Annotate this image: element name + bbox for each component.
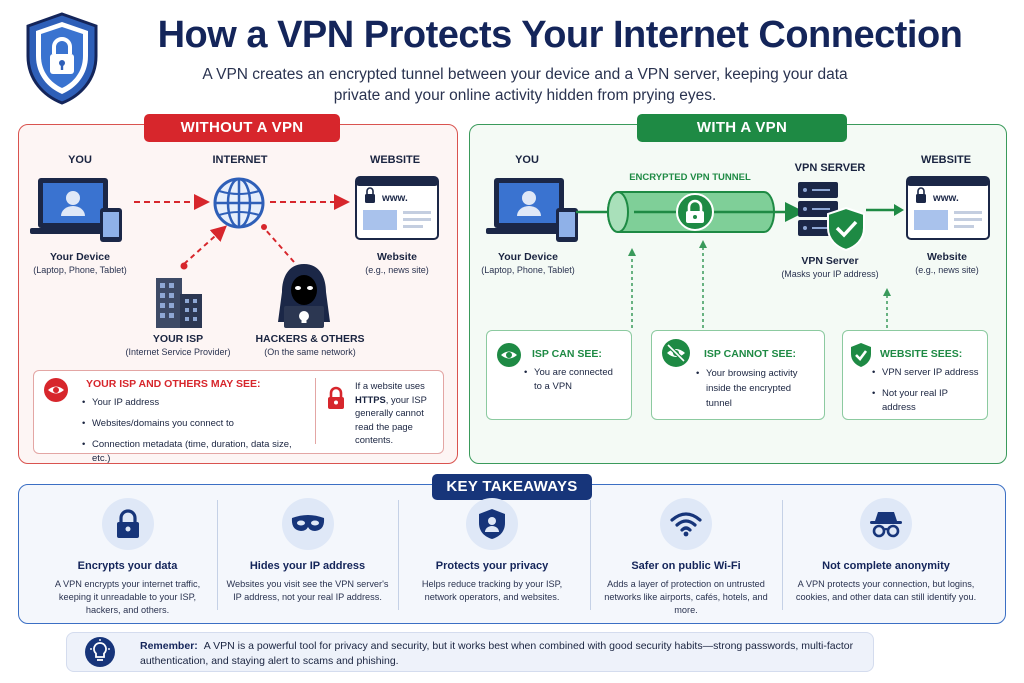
isp-can-see-list: You are connected to a VPN xyxy=(524,366,622,401)
divider xyxy=(782,500,783,610)
laptop-phone-icon xyxy=(484,176,584,246)
may-see-list: Your IP address Websites/domains you con… xyxy=(82,396,312,473)
globe-icon xyxy=(212,176,266,230)
https-word: HTTPS xyxy=(355,393,386,405)
without-vpn-banner: WITHOUT A VPN xyxy=(144,114,340,142)
lock-icon xyxy=(101,498,154,550)
server-shield-icon xyxy=(792,180,868,252)
visibility-arrows xyxy=(469,236,1007,336)
remember-text: Remember:A VPN is a powerful tool for pr… xyxy=(140,639,860,669)
server-title: VPN Server xyxy=(801,255,859,267)
takeaway-item: Protects your privacy Helps reduce track… xyxy=(402,492,582,618)
server-to-website-arrow xyxy=(866,202,906,218)
eye-icon xyxy=(496,342,522,368)
takeaway-desc: Helps reduce tracking by your ISP, netwo… xyxy=(421,579,563,602)
device-title: Your Device xyxy=(498,251,558,263)
takeaway-desc: Adds a layer of protection on untrusted … xyxy=(604,579,768,615)
device-subtitle: (Laptop, Phone, Tablet) xyxy=(481,265,575,275)
mask-icon xyxy=(281,498,334,550)
website-sees-list: VPN server IP address Not your real IP a… xyxy=(872,366,984,422)
takeaway-desc: A VPN protects your connection, but logi… xyxy=(795,579,977,602)
vpn-server-label: VPN SERVER xyxy=(794,162,866,174)
takeaways-banner: KEY TAKEAWAYS xyxy=(432,474,592,500)
takeaway-item: Not complete anonymity A VPN protects yo… xyxy=(786,492,986,618)
www-text: www. xyxy=(382,193,408,204)
isp-cannot-see-title: ISP CANNOT SEE: xyxy=(704,348,796,360)
isp-can-see-title: ISP CAN SEE: xyxy=(532,348,602,360)
https-note-post: , your ISP generally cannot read the pag… xyxy=(355,393,427,446)
takeaway-title: Hides your IP address xyxy=(249,560,366,572)
www-text: www. xyxy=(933,193,959,204)
website-sees-title: WEBSITE SEES: xyxy=(880,348,963,360)
wifi-icon xyxy=(660,498,712,550)
page-subtitle: A VPN creates an encrypted tunnel betwee… xyxy=(202,66,848,104)
device-title: Your Device xyxy=(50,251,110,263)
isp-subtitle: (Internet Service Provider) xyxy=(125,347,231,357)
padlock-icon xyxy=(326,386,346,410)
building-icon xyxy=(150,272,206,328)
website-subtitle: (e.g., news site) xyxy=(915,265,979,275)
website-window-icon xyxy=(906,176,990,240)
website-window-icon xyxy=(355,176,439,240)
takeaway-item: Encrypts your data A VPN encrypts your i… xyxy=(40,492,215,618)
remember-box xyxy=(66,632,874,672)
page-title: How a VPN Protects Your Internet Connect… xyxy=(157,14,963,56)
list-item: VPN server IP address xyxy=(872,366,984,380)
remember-label: Remember: xyxy=(140,640,198,652)
hackers-subtitle: (On the same network) xyxy=(264,347,356,357)
https-note-pre: If a website uses xyxy=(355,380,425,391)
connection-arrows xyxy=(18,124,458,324)
website-title: Website xyxy=(376,251,418,263)
eye-icon xyxy=(44,378,68,402)
list-item: Websites/domains you connect to xyxy=(82,417,312,431)
server-subtitle: (Masks your IP address) xyxy=(781,269,879,279)
shield-user-icon xyxy=(466,498,518,550)
takeaway-item: Hides your IP address Websites you visit… xyxy=(220,492,395,618)
takeaway-item: Safer on public Wi-Fi Adds a layer of pr… xyxy=(596,492,776,618)
takeaway-title: Encrypts your data xyxy=(77,560,178,572)
website-label: WEBSITE xyxy=(920,154,972,166)
with-vpn-banner: WITH A VPN xyxy=(637,114,847,142)
isp-cannot-see-list: Your browsing activity inside the encryp… xyxy=(696,366,814,418)
list-item: Your browsing activity inside the encryp… xyxy=(696,366,814,411)
you-label: YOU xyxy=(515,154,539,166)
remember-body: A VPN is a powerful tool for privacy and… xyxy=(140,640,854,667)
takeaway-desc: Websites you visit see the VPN server's … xyxy=(226,579,389,602)
eye-slash-icon xyxy=(661,338,691,368)
device-subtitle: (Laptop, Phone, Tablet) xyxy=(33,265,127,275)
lightbulb-icon xyxy=(84,636,116,668)
divider xyxy=(217,500,218,610)
website-title: Website xyxy=(926,251,968,263)
incognito-icon xyxy=(860,498,912,550)
divider xyxy=(315,378,316,444)
divider xyxy=(398,500,399,610)
internet-label: INTERNET xyxy=(212,154,268,166)
list-item: Not your real IP address xyxy=(872,387,984,415)
takeaway-desc: A VPN encrypts your internet traffic, ke… xyxy=(54,579,201,615)
may-see-title: YOUR ISP AND OTHERS MAY SEE: xyxy=(86,378,261,390)
list-item: Connection metadata (time, duration, dat… xyxy=(82,438,312,466)
shield-lock-logo xyxy=(22,10,102,106)
hacker-icon xyxy=(272,262,336,330)
takeaway-title: Protects your privacy xyxy=(435,560,549,572)
list-item: You are connected to a VPN xyxy=(524,366,622,394)
divider xyxy=(590,500,591,610)
tunnel-label: ENCRYPTED VPN TUNNEL xyxy=(629,172,751,183)
list-item: Your IP address xyxy=(82,396,312,410)
tunnel-lock-icon xyxy=(675,192,715,232)
takeaway-title: Safer on public Wi-Fi xyxy=(631,560,741,572)
website-label: WEBSITE xyxy=(369,154,421,166)
isp-title: YOUR ISP xyxy=(152,333,204,345)
shield-check-icon xyxy=(850,342,872,368)
website-subtitle: (e.g., news site) xyxy=(365,265,429,275)
takeaway-title: Not complete anonymity xyxy=(822,560,950,572)
https-note: If a website uses HTTPS, your ISP genera… xyxy=(355,379,441,447)
hackers-title: HACKERS & OTHERS xyxy=(255,333,365,345)
you-label: YOU xyxy=(68,154,92,166)
laptop-phone-icon xyxy=(28,176,128,246)
